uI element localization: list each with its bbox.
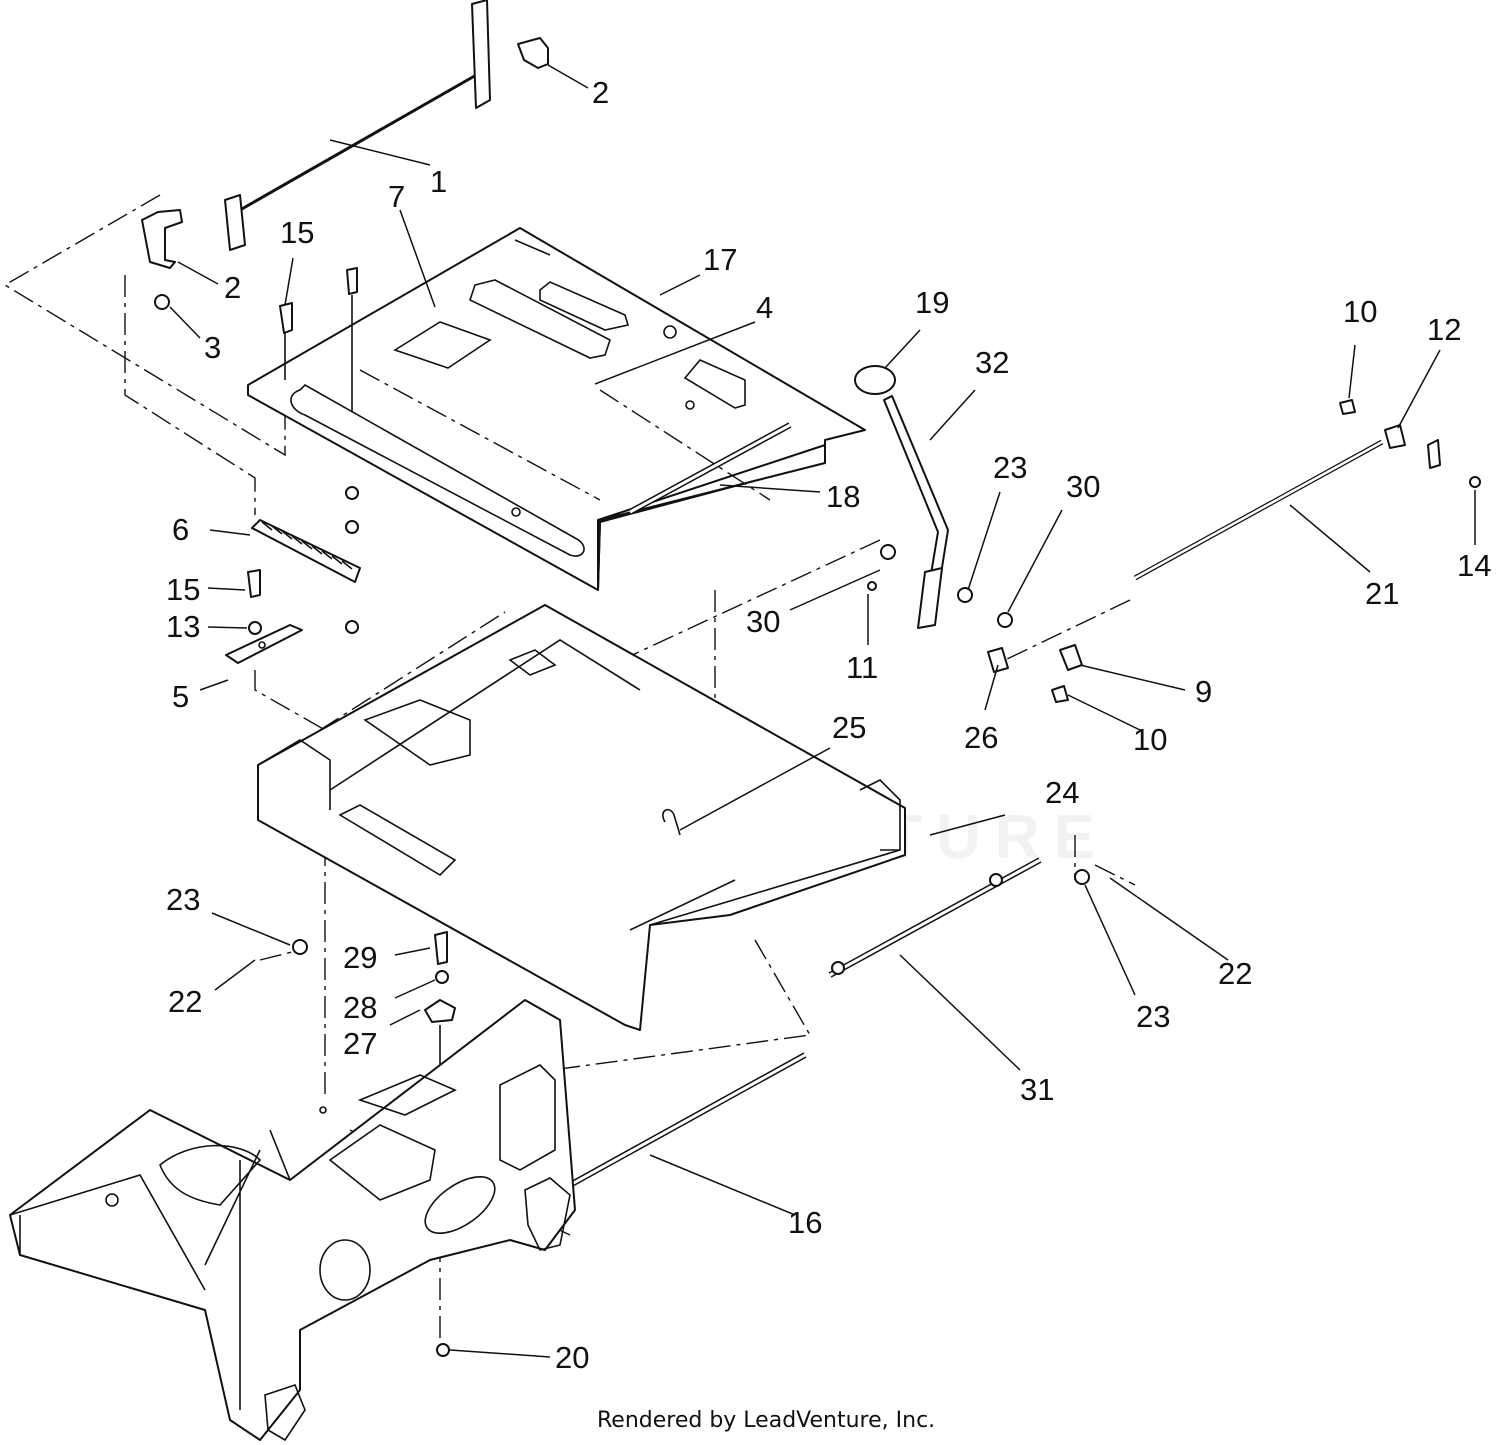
callout-15: 15 [280, 215, 314, 250]
callout-28: 28 [343, 990, 377, 1025]
callout-32: 32 [975, 345, 1009, 380]
callout-23: 23 [166, 882, 200, 917]
render-credit: Rendered by LeadVenture, Inc. [597, 1408, 935, 1433]
washers [292, 544, 1090, 1357]
part-25-cotter-pin [662, 808, 681, 836]
callout-21: 21 [1365, 576, 1399, 611]
part-17-seat-pan [247, 227, 866, 591]
part-15-bolts [247, 267, 358, 598]
small-hardware [987, 399, 1481, 703]
part-31-rod [828, 857, 1042, 978]
part-2-brackets [141, 37, 549, 310]
callout-27: 27 [343, 1026, 377, 1061]
callout-22: 22 [168, 984, 202, 1019]
part-6-spring [251, 519, 361, 583]
callout-4: 4 [756, 290, 773, 325]
callout-6: 6 [172, 512, 189, 547]
callout-23: 23 [993, 450, 1027, 485]
callout-2: 2 [592, 75, 609, 110]
callout-5: 5 [172, 679, 189, 714]
callout-23: 23 [1136, 999, 1170, 1034]
callout-10: 10 [1343, 294, 1377, 329]
part-21-rod [1133, 439, 1384, 581]
fastener-stack [248, 486, 359, 635]
callout-18: 18 [826, 479, 860, 514]
part-18-hinge-pin [628, 422, 792, 515]
callout-26: 26 [964, 720, 998, 755]
callout-11: 11 [846, 650, 878, 685]
callout-10: 10 [1133, 722, 1167, 757]
callout-31: 31 [1020, 1072, 1054, 1107]
part-16-rod [568, 1052, 807, 1188]
callout-16: 16 [788, 1205, 822, 1240]
callout-15: 15 [166, 572, 200, 607]
chassis-frame [9, 999, 576, 1442]
callout-9: 9 [1195, 674, 1212, 709]
leader-lines [169, 64, 1476, 1358]
callouts: 1 2 2 3 4 5 6 7 9 10 10 11 12 13 14 15 1… [166, 75, 1491, 1375]
callout-20: 20 [555, 1340, 589, 1375]
callout-7: 7 [388, 179, 405, 214]
part-32-lever [854, 365, 949, 629]
part-1-seat-rod [224, 0, 491, 251]
callout-19: 19 [915, 285, 949, 320]
callout-30: 30 [1066, 469, 1100, 504]
callout-12: 12 [1427, 312, 1461, 347]
callout-29: 29 [343, 940, 377, 975]
callout-24: 24 [1045, 775, 1079, 810]
callout-1: 1 [430, 164, 447, 199]
callout-30: 30 [746, 604, 780, 639]
callout-22: 22 [1218, 956, 1252, 991]
part-5-plate [225, 624, 303, 664]
callout-17: 17 [703, 242, 737, 277]
callout-14: 14 [1457, 548, 1491, 583]
callout-3: 3 [204, 330, 221, 365]
callout-25: 25 [832, 710, 866, 745]
callout-13: 13 [166, 609, 200, 644]
part-24-support-frame [257, 604, 906, 1031]
callout-2: 2 [224, 270, 241, 305]
